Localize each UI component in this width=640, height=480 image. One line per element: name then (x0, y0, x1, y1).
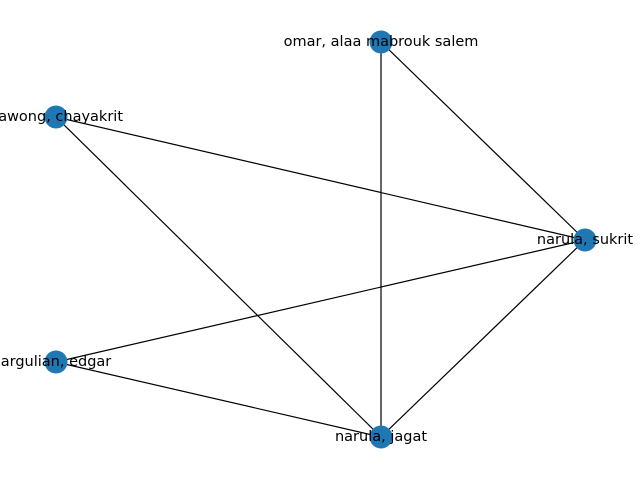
node-sukrit (573, 228, 597, 252)
node-jagat (369, 425, 393, 449)
node-label-sukrit: narula, sukrit (537, 232, 633, 248)
edge-omar-sukrit (380, 41, 586, 241)
node-edgar (44, 350, 68, 374)
node-label-edgar: argulian, edgar (1, 354, 112, 370)
edge-edgar-jagat (55, 361, 382, 438)
node-omar (369, 30, 393, 54)
node-nawong (44, 105, 68, 129)
edge-nawong-sukrit (55, 116, 586, 241)
edges-layer (55, 41, 586, 438)
edge-sukrit-edgar (55, 239, 586, 363)
edge-sukrit-jagat (380, 239, 586, 438)
node-label-nawong: nawong, chayakrit (0, 109, 123, 125)
node-label-omar: omar, alaa mabrouk salem (284, 34, 479, 50)
labels-layer: omar, alaa mabrouk salem nawong, chayakri… (0, 34, 633, 445)
node-label-jagat: narula, jagat (335, 429, 427, 445)
nodes-layer (44, 30, 597, 449)
edge-nawong-jagat (55, 116, 382, 438)
